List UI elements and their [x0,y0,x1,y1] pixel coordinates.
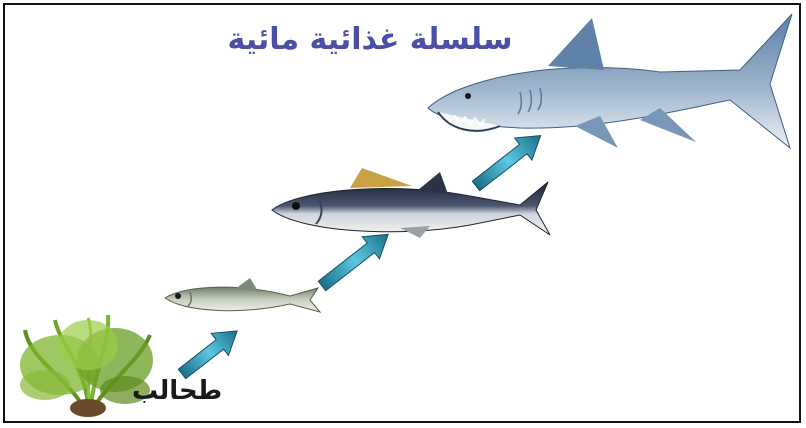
arrow-tuna-to-shark [467,124,549,197]
arrow-sardine-to-tuna [313,223,396,297]
tuna-illustration [272,168,550,238]
shark-illustration [428,14,792,148]
algae-label: طحالب [132,376,222,406]
sardine-illustration [165,278,320,312]
